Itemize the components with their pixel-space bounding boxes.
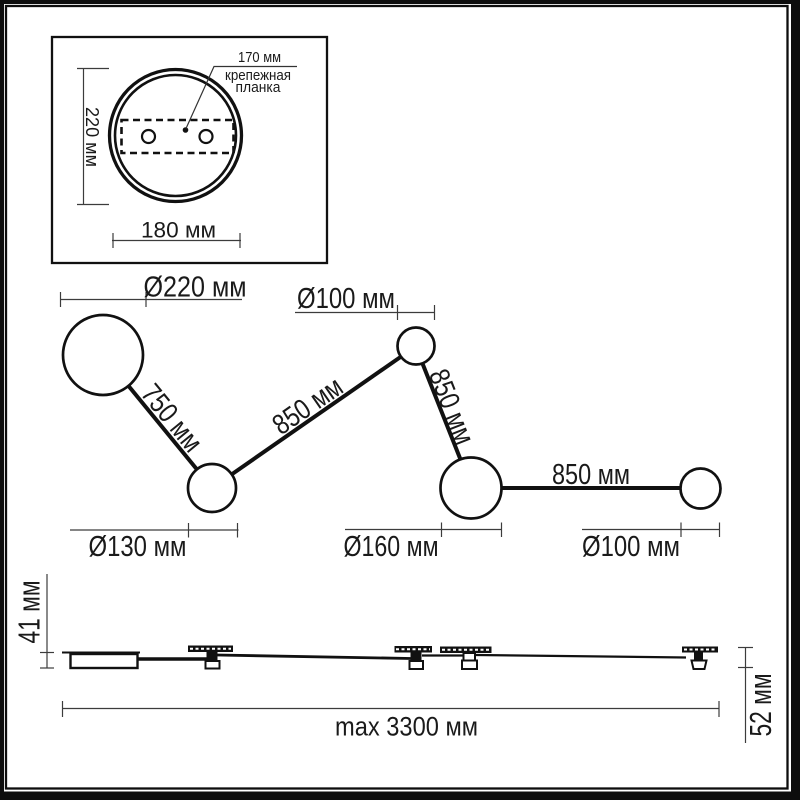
dim-d160	[345, 522, 503, 537]
spot-100-top	[396, 326, 436, 366]
spot-neck-4	[694, 652, 703, 661]
joint-1	[188, 645, 233, 670]
label-41: 41 мм	[13, 581, 47, 644]
spot-220	[61, 313, 145, 397]
canopy-outer-circle	[107, 67, 244, 204]
side-arm-4	[475, 653, 687, 659]
label-d130: Ø130 мм	[89, 531, 187, 563]
joint-4	[682, 646, 718, 670]
spot-neck-2	[410, 652, 422, 662]
joint-2	[394, 646, 432, 670]
canopy-box	[69, 652, 139, 670]
label-3300: max 3300 мм	[335, 712, 478, 742]
leader-line	[185, 65, 297, 129]
label-220: 220 мм	[82, 107, 102, 167]
arms	[127, 355, 681, 490]
side-view: 41 мм max 3300 мм 52 мм	[13, 574, 778, 743]
dim-180	[112, 233, 241, 248]
arm-750	[127, 385, 199, 471]
joint-3	[440, 646, 492, 670]
center-dot	[182, 127, 189, 133]
mounting-hole-right	[198, 128, 214, 145]
label-850-b: 850 мм	[422, 365, 480, 449]
side-arm-2	[216, 653, 412, 660]
dim-d130	[70, 523, 239, 538]
spot-head-2	[408, 660, 424, 670]
dim-41	[40, 574, 54, 669]
label-750: 750 мм	[134, 378, 208, 459]
dim-d220	[59, 292, 242, 307]
spot-neck-1	[206, 652, 218, 662]
plan-view: Ø220 мм Ø100 мм 750 мм 850 мм 850 мм 850…	[59, 272, 722, 563]
label-mount-2: планка	[236, 79, 282, 96]
label-d100-top: Ø100 мм	[297, 283, 395, 315]
label-d160: Ø160 мм	[344, 531, 439, 563]
mounting-hole-left	[140, 128, 157, 145]
label-180: 180 мм	[141, 218, 216, 243]
dim-d100-top	[295, 305, 436, 320]
label-mount-1: крепежная	[225, 67, 291, 84]
ceiling-plate-1	[188, 645, 233, 652]
label-170: 170 мм	[238, 49, 281, 66]
dim-220	[77, 67, 109, 206]
dim-d100-right	[582, 522, 721, 537]
arm-850-a	[230, 355, 402, 477]
dim-3300	[61, 701, 720, 717]
arm-850-b	[420, 362, 463, 461]
dim-52	[738, 646, 753, 743]
inset-mounting-view: 170 мм крепежная планка 220 мм 180 мм	[50, 35, 329, 265]
frame-inner	[4, 4, 789, 790]
ceiling-plate-4	[682, 646, 718, 653]
mounting-plate-dashed-rect	[120, 118, 235, 155]
spot-head-3	[461, 659, 478, 670]
spot-head-1	[204, 660, 221, 670]
canopy-inner-circle	[113, 73, 238, 198]
label-52: 52 мм	[744, 674, 778, 737]
spot-160	[439, 456, 503, 520]
spot-100-right	[679, 467, 722, 510]
spot-head-4	[690, 659, 708, 670]
label-850-a: 850 мм	[267, 371, 349, 442]
label-d100-right: Ø100 мм	[582, 531, 680, 563]
label-850-c: 850 мм	[552, 459, 630, 491]
label-d220: Ø220 мм	[144, 272, 247, 304]
spot-130	[186, 462, 238, 514]
inset-box	[50, 35, 329, 265]
